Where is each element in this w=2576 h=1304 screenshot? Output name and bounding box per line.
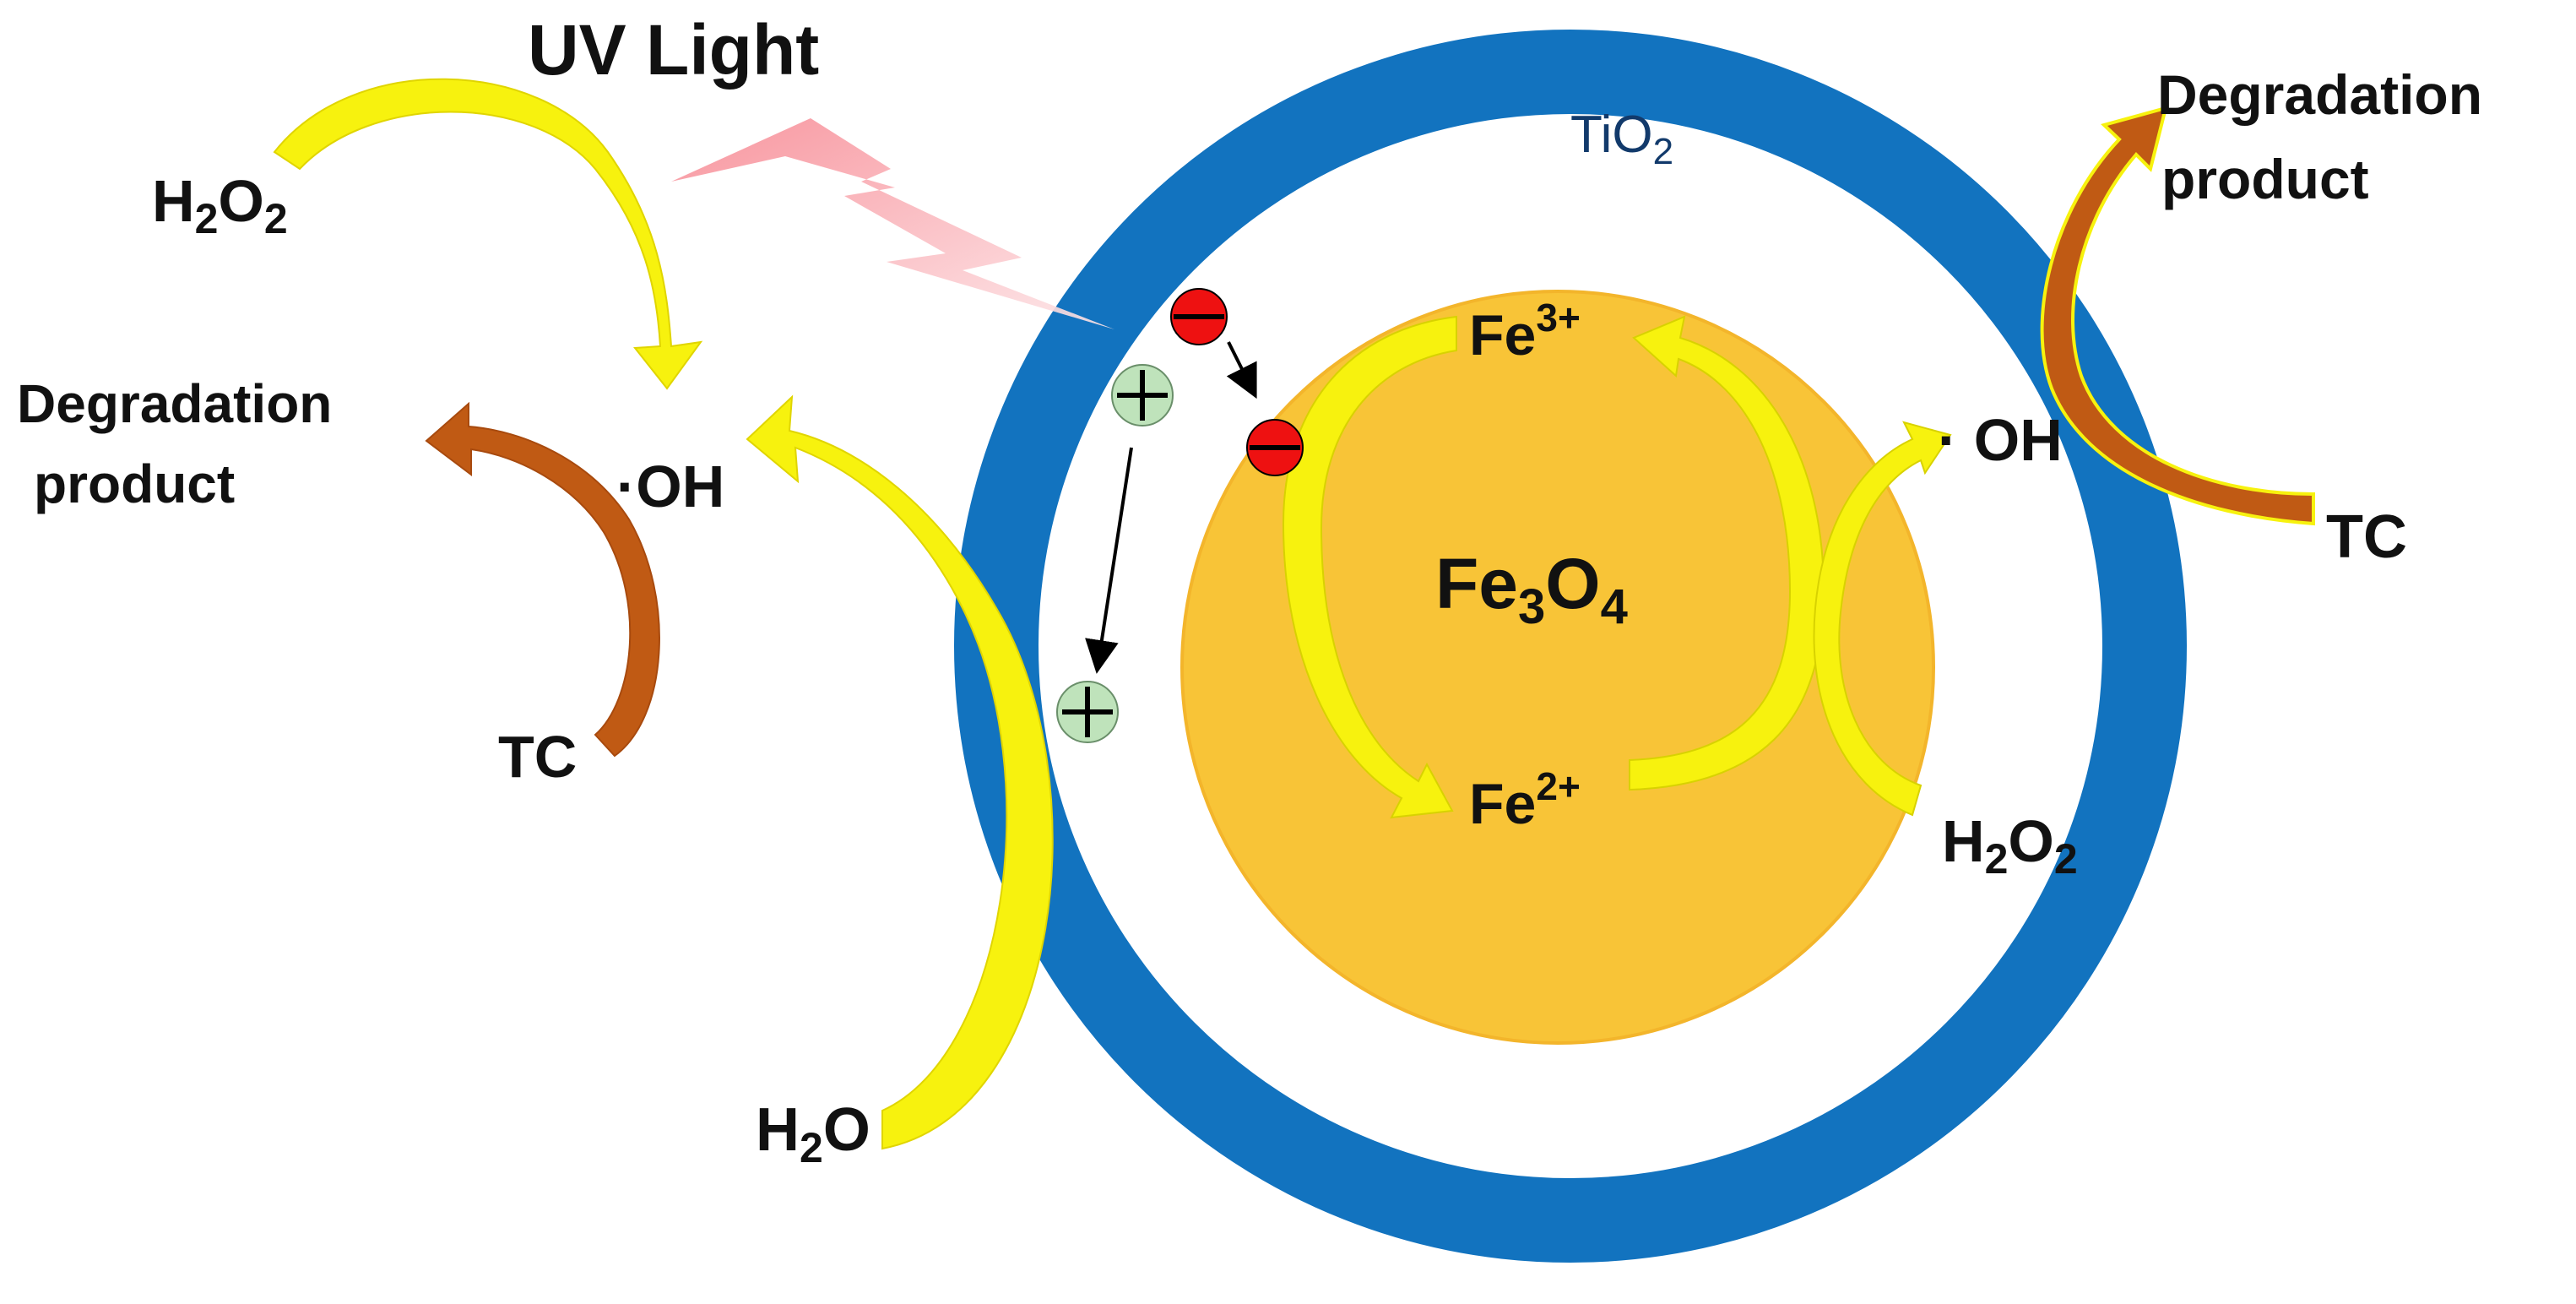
hole-lower [1056,681,1119,743]
degradation-right-line2: product [2161,148,2369,210]
h2o2-to-oh-arrow-right [1813,421,1952,817]
fe2-to-fe3-arrow [1629,315,1825,791]
tc-label-right: TC [2326,503,2407,571]
uv-light-bolt [671,118,1114,329]
oh-label-left: ·OH [616,454,724,519]
uv-light-title: UV Light [528,10,819,90]
h2o2-label-top-left: H2O2 [152,168,288,242]
h2o2-label-right: H2O2 [1942,808,2078,883]
h2o2-to-oh-arrow [273,78,703,390]
electron-transfer-arrow [1226,341,1257,399]
degradation-right-line1: Degradation [2157,63,2482,126]
oh-label-right: · OH [1938,407,2063,473]
tc-to-degradation-arrow-left [425,401,660,758]
fe3-to-fe2-arrow [1282,315,1457,819]
h2o-to-oh-arrow [746,394,1054,1150]
h2o-label: H2O [756,1096,870,1171]
hole-top [1111,364,1174,427]
electron-lower [1246,419,1304,476]
degradation-left-line1: Degradation [17,373,332,434]
tc-to-degradation-arrow-right [2040,106,2315,526]
degradation-left-line2: product [34,454,235,514]
degradation-product-left: Degradation product [17,373,347,514]
degradation-product-right: Degradation product [2157,63,2497,210]
fe3o4-label: Fe3O4 [1435,544,1628,634]
tc-label-left: TC [498,724,577,790]
hole-transfer-arrow [1085,447,1133,674]
fe3o4-core [1180,290,1935,1045]
electron-top [1170,288,1228,345]
